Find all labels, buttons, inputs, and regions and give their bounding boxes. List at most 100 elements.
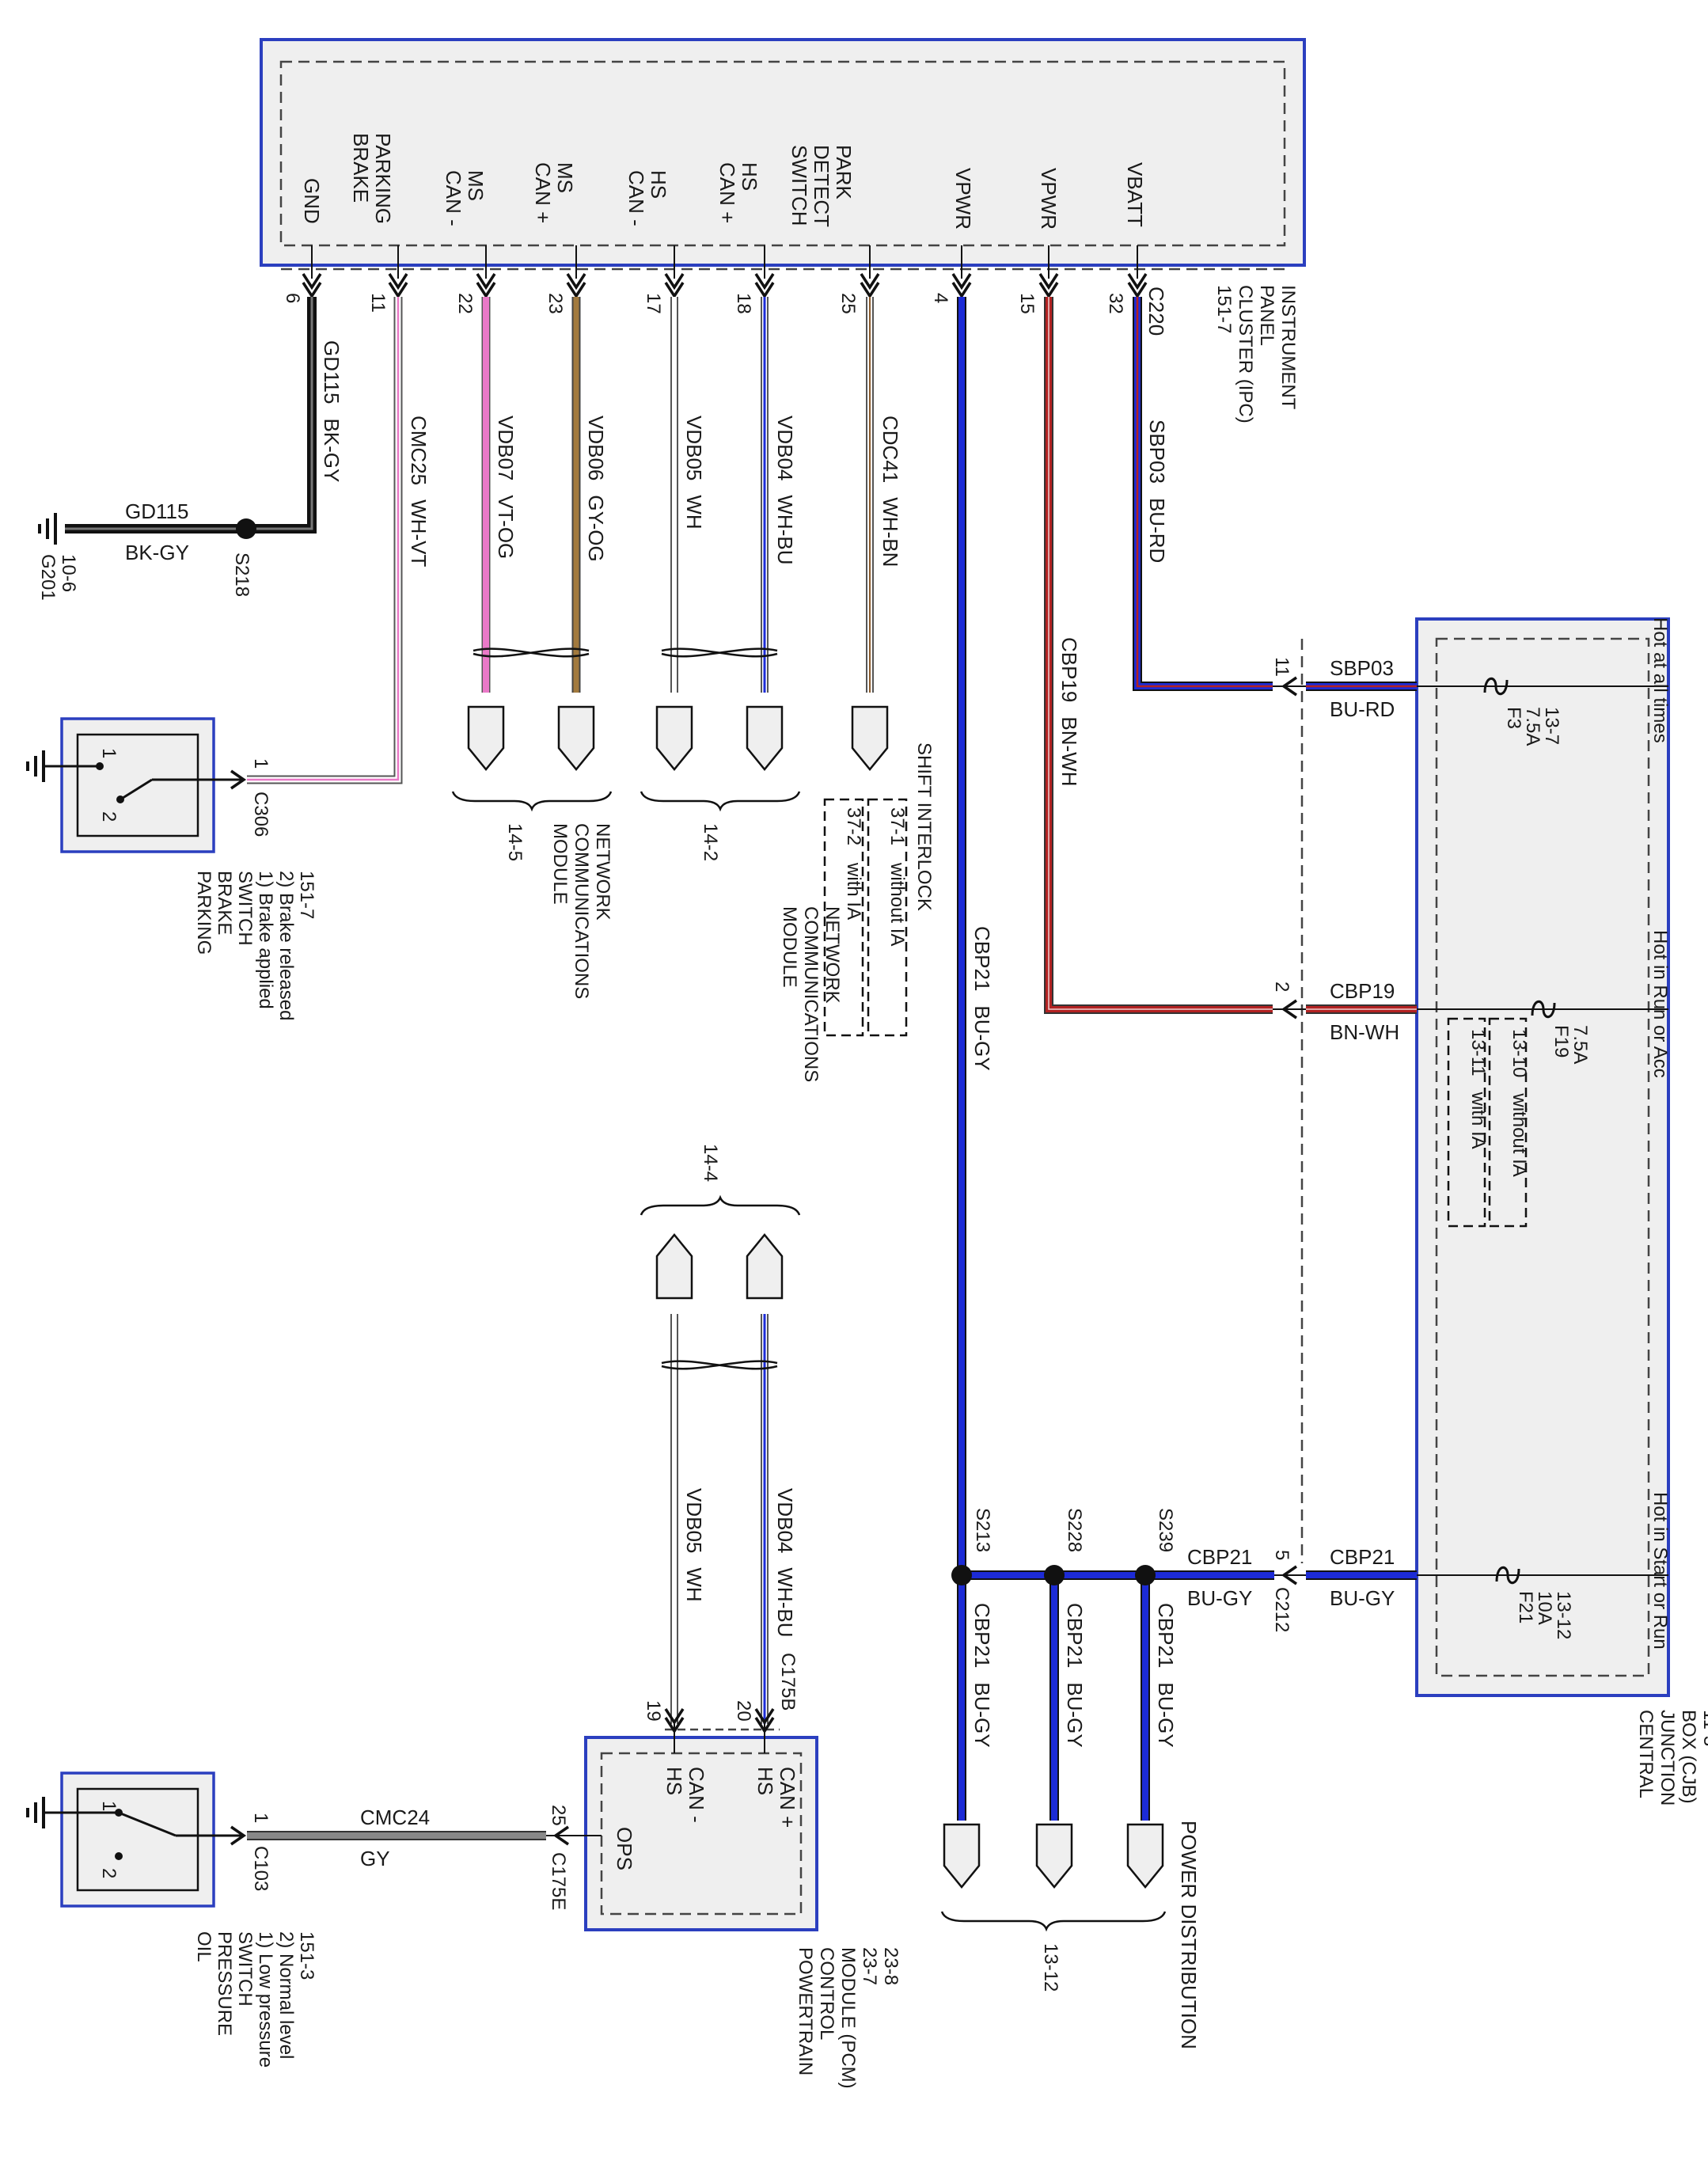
wire-label: CDC41WH-BN bbox=[879, 416, 902, 567]
oil-switch-title: OIL PRESSURE SWITCH 1) Low pressure 2) N… bbox=[193, 1931, 317, 2073]
hs-network-title: MODULE COMMUNICATIONS NETWORK bbox=[779, 906, 843, 1088]
wire-label: VDB04WH-BU bbox=[773, 416, 797, 564]
ground-circuit-label: GD115 bbox=[125, 499, 188, 523]
pcm-title: POWERTRAIN CONTROL MODULE (PCM) 23-7 23-… bbox=[795, 1947, 901, 2094]
ops-circuit: CMC24 bbox=[360, 1806, 430, 1829]
hot-label: Hot in Start or Run bbox=[1649, 1492, 1671, 1650]
pin-number: 25 bbox=[837, 293, 859, 314]
switch-contact-2: 2 bbox=[98, 811, 120, 822]
ipc-pin-stubs bbox=[311, 245, 1138, 279]
ms-network-title: MODULE COMMUNICATIONS NETWORK bbox=[549, 823, 613, 1004]
wire-label: GD115BK-GY bbox=[320, 340, 343, 482]
ms-network-ref: 14-5 bbox=[504, 823, 526, 861]
cjb-pin: 5 bbox=[1271, 1550, 1292, 1560]
cjb-hot-labels: Hot at all times Hot in Run or Acc Hot i… bbox=[1649, 617, 1671, 1650]
ipc-pin-numbers: 6 11 22 23 17 18 25 4 15 32 bbox=[282, 293, 1126, 314]
ops-pin: 25 bbox=[548, 1805, 569, 1826]
pcm-pin-label-hs-can-plus: HS CAN + bbox=[753, 1767, 799, 1828]
cjb-title: CENTRAL JUNCTION BOX (CJB) 11-3 bbox=[1635, 1710, 1708, 1811]
ops-connector: C175E bbox=[548, 1852, 569, 1910]
wire-sbp03 bbox=[1133, 297, 1273, 691]
ipc-pin-label-ms-can-plus: MS CAN + bbox=[531, 162, 577, 223]
wire-gd115 bbox=[38, 297, 317, 546]
wire-label: CMC25WH-VT bbox=[407, 416, 431, 567]
ipc-pin-label-park-detect: PARK DETECT SWITCH bbox=[788, 145, 856, 233]
connector-shape bbox=[1126, 1823, 1164, 1889]
inline-connectors-upper bbox=[467, 705, 889, 771]
cjb-color: BU-GY bbox=[1330, 1586, 1395, 1610]
pin-number: 32 bbox=[1105, 293, 1126, 314]
cjb-pin: 2 bbox=[1271, 982, 1292, 992]
ops-color: GY bbox=[360, 1847, 390, 1870]
wire-label: CBP19BN-WH bbox=[1057, 637, 1081, 786]
splice-drops bbox=[951, 1565, 1156, 1821]
hot-label: Hot in Run or Acc bbox=[1649, 930, 1671, 1078]
cjb-fuse-labels: F3 7.5A 13-7 F19 7.5A 13-10without IA 13… bbox=[1447, 707, 1591, 1639]
wire-cbp21-bus: CBP21 BU-GY bbox=[962, 1545, 1274, 1610]
wire-label: VDB06GY-OG bbox=[584, 416, 608, 562]
pcm-pin-label-ops: OPS bbox=[613, 1827, 636, 1870]
fuse-label-f3: F3 7.5A 13-7 bbox=[1503, 707, 1562, 750]
fuse-option-1: 13-10without IA bbox=[1509, 1029, 1530, 1177]
oil-switch-connector: C103 bbox=[250, 1846, 271, 1891]
splice-labels: S213 S228 S239 CBP21BU-GY CBP21BU-GY CBP… bbox=[970, 1508, 1178, 1748]
shift-interlock-title: SHIFT INTERLOCK bbox=[913, 742, 935, 911]
splice-name: S213 bbox=[972, 1508, 993, 1552]
cjb-circuit: CBP19 bbox=[1330, 979, 1395, 1003]
ipc-pin-label-gnd: GND bbox=[300, 178, 324, 224]
connector-shape bbox=[746, 1233, 784, 1300]
splice-wire-label: CBP21BU-GY bbox=[970, 1603, 994, 1748]
splice-label: S218 bbox=[231, 552, 252, 597]
splice-dot bbox=[236, 518, 256, 539]
wire-label: VDB04WH-BU bbox=[773, 1488, 797, 1637]
cjb-circuit: CBP21 bbox=[1330, 1545, 1395, 1569]
wire-label: VDB05WH bbox=[682, 416, 706, 530]
shift-interlock-option-1: 37-1without IA bbox=[886, 807, 908, 946]
power-distribution-group: 13-12 POWER DISTRIBUTION bbox=[940, 1821, 1201, 2049]
ms-network-group: 14-5 MODULE COMMUNICATIONS NETWORK bbox=[451, 791, 613, 1004]
cjb-module: CENTRAL JUNCTION BOX (CJB) 11-3 bbox=[1300, 617, 1708, 1811]
splice-name: S239 bbox=[1155, 1508, 1176, 1552]
connector-shape bbox=[467, 705, 505, 771]
ground-icon bbox=[26, 749, 45, 784]
pin-number: 18 bbox=[733, 293, 754, 314]
connector-shape bbox=[851, 705, 889, 771]
pin-number: 4 bbox=[930, 293, 951, 303]
connector-shape bbox=[655, 705, 693, 771]
ipc-pin-label-vpwr-15: VPWR bbox=[1037, 168, 1061, 230]
hs-network-lower: 14-4 VDB05WH VDB04WH-BU bbox=[640, 1144, 801, 1724]
run-circuit: CBP21 bbox=[1187, 1545, 1252, 1569]
ground-color-label: BK-GY bbox=[125, 541, 189, 564]
hs-network-lower-ref: 14-4 bbox=[700, 1144, 721, 1182]
cjb-pin: 11 bbox=[1271, 657, 1292, 677]
twisted-pair-ms bbox=[473, 647, 590, 658]
wire-cmc24: CMC24 GY 25 C175E bbox=[230, 1805, 602, 1910]
splice-wire-label: CBP21BU-GY bbox=[1063, 1603, 1087, 1748]
ipc-pin-labels: GND PARKING BRAKE MS CAN - MS CAN + HS C… bbox=[300, 133, 1147, 233]
pcm-pin-number: 19 bbox=[643, 1700, 664, 1722]
parking-brake-switch-title: PARKING BRAKE SWITCH 1) Brake applied 2)… bbox=[193, 871, 317, 1026]
cjb-circuit: SBP03 bbox=[1330, 656, 1394, 680]
pin-number: 22 bbox=[454, 293, 476, 314]
ground-icon bbox=[38, 511, 57, 546]
ipc-pin-label-hs-can-plus: HS CAN + bbox=[715, 162, 761, 223]
hs-network-ref: 14-2 bbox=[700, 823, 721, 861]
wire-label: VDB07VT-OG bbox=[494, 416, 518, 559]
pcm-module: 19 20 C175B HS CAN - HS CAN + OPS POWERT… bbox=[584, 1653, 901, 2094]
switch-contact-2: 2 bbox=[98, 1868, 120, 1878]
ipc-connector-label: C220 bbox=[1144, 287, 1168, 336]
splice-dot bbox=[1135, 1565, 1156, 1585]
hs-network-group: 14-2 MODULE COMMUNICATIONS NETWORK bbox=[640, 791, 843, 1088]
ground-icon bbox=[26, 1795, 45, 1830]
wire-label: VDB05WH bbox=[682, 1488, 706, 1602]
cjb-color: BU-RD bbox=[1330, 697, 1395, 721]
power-distribution-ref: 13-12 bbox=[1040, 1943, 1061, 1992]
ipc-pin-label-vbatt: VBATT bbox=[1123, 162, 1147, 227]
switch-contact-1: 1 bbox=[98, 1801, 120, 1811]
wire-label: CBP21BU-GY bbox=[970, 926, 994, 1071]
connector-shape bbox=[655, 1233, 693, 1300]
parking-brake-switch: 1 2 1 C306 PARKING BRAKE SWITCH 1) Brake… bbox=[26, 717, 317, 1026]
wire-label: SBP03BU-RD bbox=[1145, 420, 1169, 563]
fuse-label-f21: F21 10A 13-12 bbox=[1515, 1591, 1574, 1639]
